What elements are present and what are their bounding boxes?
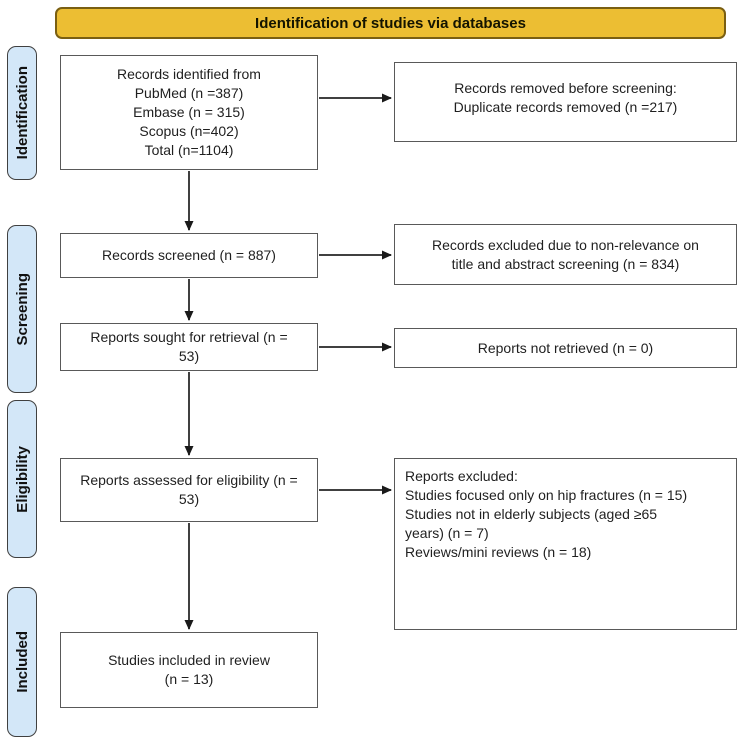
stage-eligibility-label: Eligibility [13, 445, 31, 513]
box-reports-not-retrieved: Reports not retrieved (n = 0) [394, 328, 737, 368]
stage-screening: Screening [7, 225, 37, 393]
box-reports-excluded: Reports excluded: Studies focused only o… [394, 458, 737, 630]
stage-identification-label: Identification [13, 66, 31, 160]
stage-eligibility: Eligibility [7, 400, 37, 558]
banner-title: Identification of studies via databases [55, 7, 726, 39]
box-reports-assessed: Reports assessed for eligibility (n = 53… [60, 458, 318, 522]
box-records-screened: Records screened (n = 887) [60, 233, 318, 278]
box-studies-included: Studies included in review (n = 13) [60, 632, 318, 708]
stage-included: Included [7, 587, 37, 737]
stage-included-label: Included [13, 631, 31, 693]
stage-screening-label: Screening [13, 272, 31, 346]
stage-identification: Identification [7, 46, 37, 180]
box-reports-sought: Reports sought for retrieval (n = 53) [60, 323, 318, 371]
box-records-removed: Records removed before screening: Duplic… [394, 62, 737, 142]
box-records-excluded: Records excluded due to non-relevance on… [394, 224, 737, 285]
box-records-identified: Records identified from PubMed (n =387) … [60, 55, 318, 170]
